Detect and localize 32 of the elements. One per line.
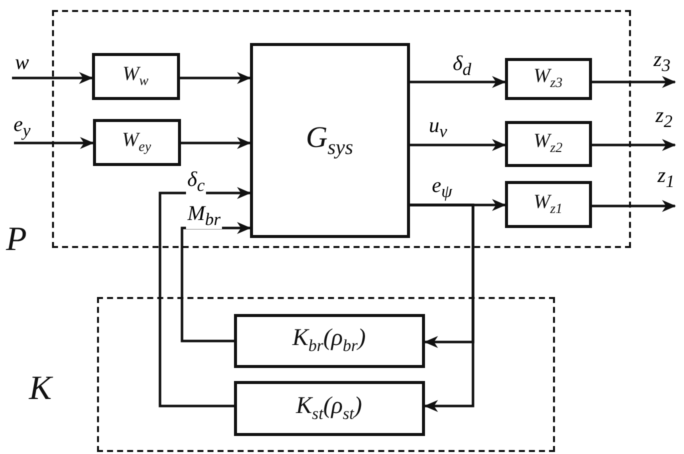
block-label: W$_{ey}$ — [122, 130, 152, 154]
signal-arrow — [592, 139, 676, 151]
block-label: K$_{st}$(ρ$_{st}$) — [296, 394, 362, 422]
block-label: K$_{br}$(ρ$_{br}$) — [292, 326, 366, 355]
signal-arrow — [592, 76, 676, 88]
transfer-block — [234, 380, 424, 436]
block-label: W$_{z1}$ — [533, 192, 563, 216]
transfer-block — [250, 42, 410, 238]
transfer-block — [92, 118, 180, 166]
block-name: K — [29, 372, 52, 406]
signal-arrow — [181, 137, 251, 149]
transfer-block — [92, 52, 180, 100]
block-label: W$_{z2}$ — [533, 131, 563, 156]
signal-arrow — [12, 72, 93, 84]
transfer-block — [504, 120, 592, 166]
signal-arrow — [180, 72, 251, 84]
signal-arrow — [592, 200, 676, 212]
signal-arrow — [410, 204, 474, 412]
transfer-block — [234, 314, 424, 368]
signal-label: M$_{br}$ — [186, 203, 222, 229]
block-name: P — [6, 223, 27, 257]
block-label: W$_{w}$ — [122, 64, 148, 88]
signal-label: δ$_{c}$ — [186, 169, 206, 195]
block-label: G$_{sys}$ — [306, 122, 354, 158]
signal-arrow — [14, 137, 94, 149]
transfer-block — [504, 58, 592, 100]
signal-arrow — [410, 139, 506, 151]
signal-arrow — [180, 222, 251, 342]
signal-arrow — [158, 187, 251, 408]
signal-arrow — [410, 76, 506, 88]
transfer-block — [504, 180, 592, 228]
block-label: W$_{z3}$ — [533, 66, 563, 91]
